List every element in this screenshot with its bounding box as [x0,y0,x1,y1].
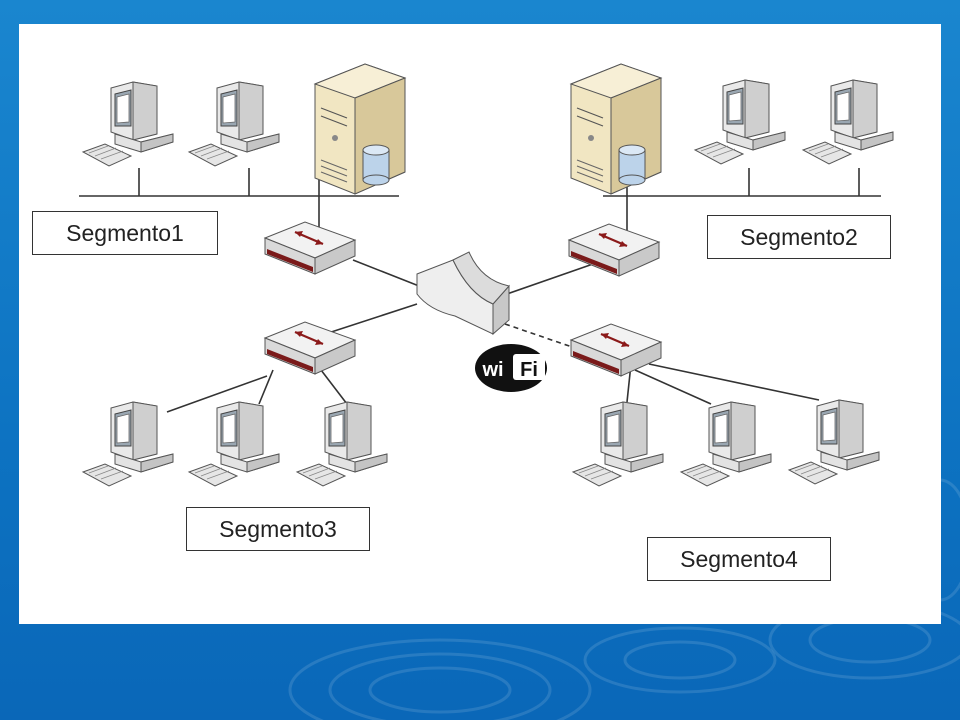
segment1-label: Segmento1 [32,211,218,255]
computer-icon [188,401,280,487]
computer-icon [802,79,894,165]
computer-icon [82,81,174,167]
slide-panel: wi Fi Segmento1 Segmento2 Segmento3 Segm… [19,24,941,624]
server-icon [570,63,662,195]
segment2-label: Segmento2 [707,215,891,259]
computer-icon [82,401,174,487]
wifi-logo-text-left: wi [481,359,503,381]
computer-icon [680,401,772,487]
wifi-logo-text-right: Fi [520,359,538,381]
computer-icon [296,401,388,487]
cables [79,168,881,413]
central-router-icon [416,251,510,336]
server-icon [314,63,406,195]
segment3-label: Segmento3 [186,507,370,551]
computer-icon [788,399,880,485]
network-diagram: wi Fi [79,63,894,487]
computer-icon [188,81,280,167]
switch-icon [263,320,357,376]
computer-icon [572,401,664,487]
segment4-label: Segmento4 [647,537,831,581]
computer-icon [694,79,786,165]
wifi-logo-icon: wi Fi [475,344,547,392]
switch-icon [569,322,663,378]
switch-icon [263,220,357,276]
